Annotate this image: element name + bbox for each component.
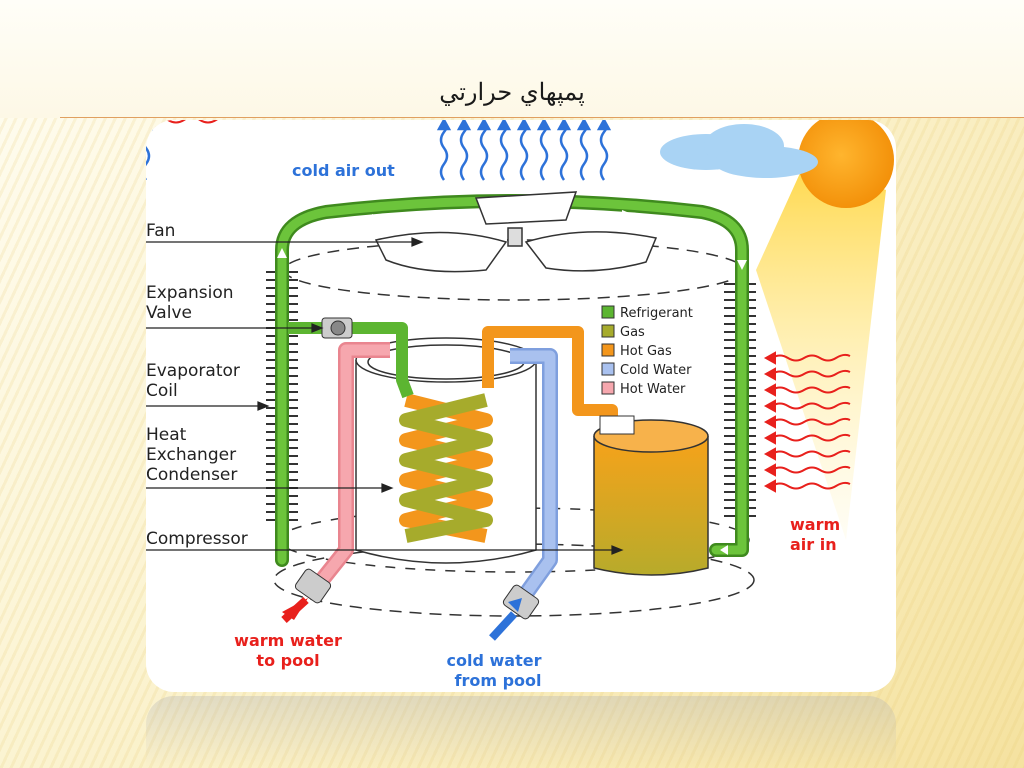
label-leaders — [146, 237, 624, 555]
fan-icon — [374, 191, 658, 273]
legend-hot-water: Hot Water — [620, 382, 686, 397]
label-warm-water-1: warm water — [234, 631, 342, 650]
cold-air-arrows — [146, 120, 611, 182]
sun-icon — [798, 120, 894, 208]
warm-water-fitting — [281, 568, 332, 623]
cloud-icon — [660, 124, 818, 178]
label-expansion-2: Valve — [146, 303, 192, 323]
pipe-arrows — [277, 210, 747, 555]
hot-water-pipe-inner — [309, 344, 390, 594]
cold-water-fitting — [489, 584, 540, 641]
cold-water-pipe-inner — [510, 350, 556, 606]
legend-swatch-hot-water — [601, 381, 615, 395]
slide-title: پمپهاي حرارتي — [439, 78, 585, 106]
legend-gas: Gas — [620, 325, 645, 340]
title-band — [0, 0, 1024, 118]
title-rule — [60, 117, 1024, 118]
warm-air-arrows — [146, 120, 851, 492]
label-cold-water-2: from pool — [454, 671, 541, 690]
legend-refrigerant: Refrigerant — [620, 306, 693, 321]
legend: Refrigerant Gas Hot Gas Cold Water Hot W… — [601, 305, 693, 397]
label-warm-air-in-2: air in — [790, 535, 837, 554]
label-compressor: Compressor — [146, 529, 248, 549]
expansion-valve-icon — [321, 317, 353, 339]
legend-swatch-refrigerant — [601, 305, 615, 319]
sun-beam — [756, 160, 886, 540]
legend-hot-gas: Hot Gas — [620, 344, 672, 359]
label-fan: Fan — [146, 221, 175, 241]
panel-reflection — [146, 696, 896, 768]
compressor-icon — [593, 415, 709, 576]
component-labels: Fan Expansion Valve Evaporator Coil Heat… — [146, 221, 248, 549]
label-cold-water-1: cold water — [447, 651, 542, 670]
legend-swatch-gas — [601, 324, 615, 338]
hot-gas-pipe — [482, 326, 618, 426]
label-heat-3: Condenser — [146, 465, 237, 485]
label-heat-2: Exchanger — [146, 445, 236, 465]
label-warm-water-2: to pool — [256, 651, 319, 670]
legend-swatch-cold-water — [601, 362, 615, 376]
legend-cold-water: Cold Water — [620, 363, 692, 378]
heat-pump-diagram: Refrigerant Gas Hot Gas Cold Water Hot W… — [146, 120, 894, 690]
label-expansion-1: Expansion — [146, 283, 234, 303]
label-cold-air-out: cold air out — [292, 161, 395, 180]
diagram-panel: Refrigerant Gas Hot Gas Cold Water Hot W… — [146, 120, 896, 692]
label-warm-air-in-1: warm — [790, 515, 840, 534]
label-heat-1: Heat — [146, 425, 187, 445]
label-evaporator-1: Evaporator — [146, 361, 240, 381]
legend-swatch-hot-gas — [601, 343, 615, 357]
label-evaporator-2: Coil — [146, 381, 178, 401]
condenser-coil — [399, 393, 493, 543]
